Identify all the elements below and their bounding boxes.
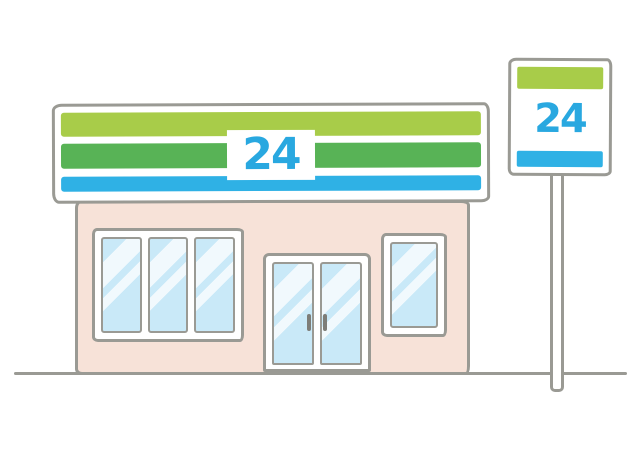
door-handle bbox=[323, 314, 327, 331]
store-signboard: 24 bbox=[51, 102, 491, 204]
window-pane bbox=[101, 237, 142, 333]
window-pane bbox=[147, 237, 189, 333]
sign-pole bbox=[550, 172, 564, 392]
door-handle bbox=[307, 314, 311, 331]
pole-sign-stripe-blue bbox=[516, 150, 603, 168]
signboard-24-label: 24 bbox=[226, 129, 316, 181]
left-window bbox=[92, 228, 244, 342]
door-glass-panel bbox=[320, 262, 362, 365]
window-pane bbox=[390, 242, 438, 328]
pole-sign: 24 bbox=[507, 57, 613, 177]
door-glass-panel bbox=[272, 262, 314, 365]
window-pane bbox=[194, 237, 236, 333]
pole-sign-stripe-lightgreen bbox=[517, 66, 604, 90]
pole-sign-24-label: 24 bbox=[534, 95, 586, 143]
entrance-door bbox=[263, 253, 371, 372]
right-window bbox=[381, 233, 447, 337]
store-building bbox=[75, 200, 470, 375]
